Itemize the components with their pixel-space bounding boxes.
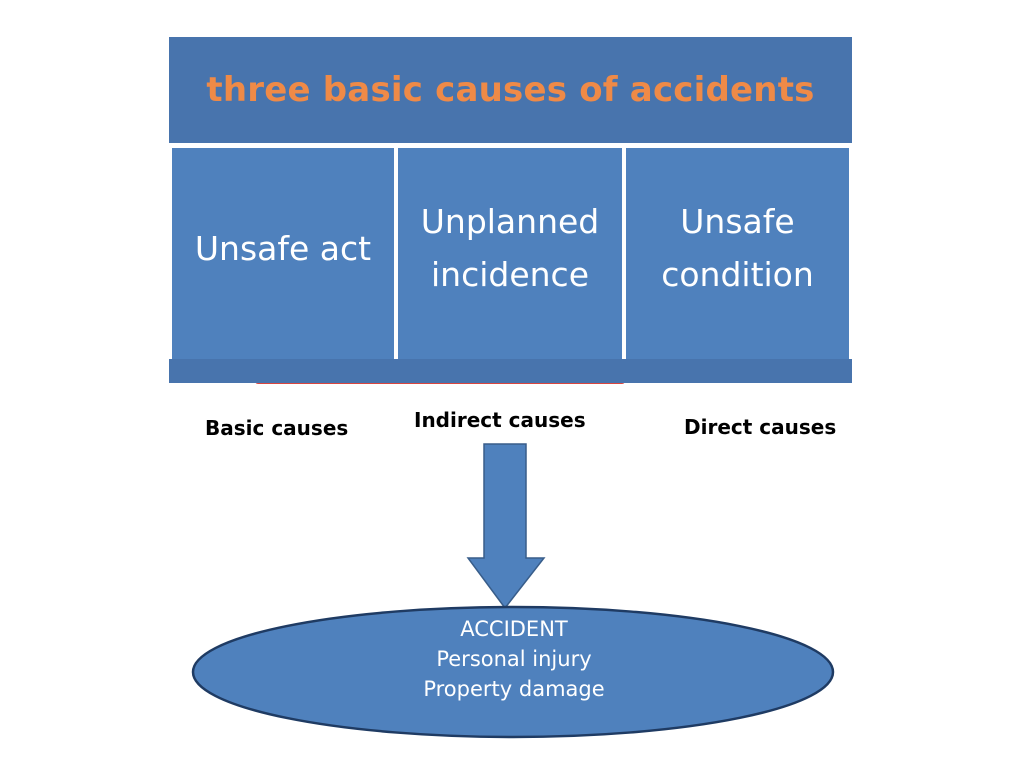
column-unplanned-incidence-line-1: Unplanned xyxy=(420,202,600,241)
column-unplanned-incidence-line-2: incidence xyxy=(430,254,589,294)
column-unsafe-condition: Unsafe condition xyxy=(626,148,849,359)
column-unplanned-incidence: Unplanned incidence xyxy=(398,148,622,359)
diagram-title: three basic causes of accidents xyxy=(206,70,815,110)
down-arrow-icon xyxy=(466,443,546,610)
column-unsafe-act-line-1: Unsafe act xyxy=(194,229,372,268)
accident-ellipse xyxy=(191,605,835,739)
down-arrow-shape xyxy=(466,443,546,610)
accident-text: ACCIDENT Personal injury Property damage xyxy=(340,614,688,704)
base-bar xyxy=(169,359,852,383)
column-unsafe-condition-line-1: Unsafe xyxy=(680,202,795,241)
column-unsafe-act: Unsafe act xyxy=(172,148,394,359)
causes-columns: Unsafe act Unplanned incidence Unsafe co… xyxy=(169,143,852,359)
accident-title: ACCIDENT xyxy=(460,617,568,641)
label-indirect-causes: Indirect causes xyxy=(414,408,586,432)
accident-property-damage: Property damage xyxy=(423,677,605,701)
accident-personal-injury: Personal injury xyxy=(436,647,592,671)
accident-ellipse-shape xyxy=(191,605,835,739)
column-unsafe-condition-line-2: condition xyxy=(661,254,814,294)
title-banner: three basic causes of accidents xyxy=(169,37,852,143)
label-direct-causes: Direct causes xyxy=(684,415,837,439)
label-basic-causes: Basic causes xyxy=(205,416,349,440)
